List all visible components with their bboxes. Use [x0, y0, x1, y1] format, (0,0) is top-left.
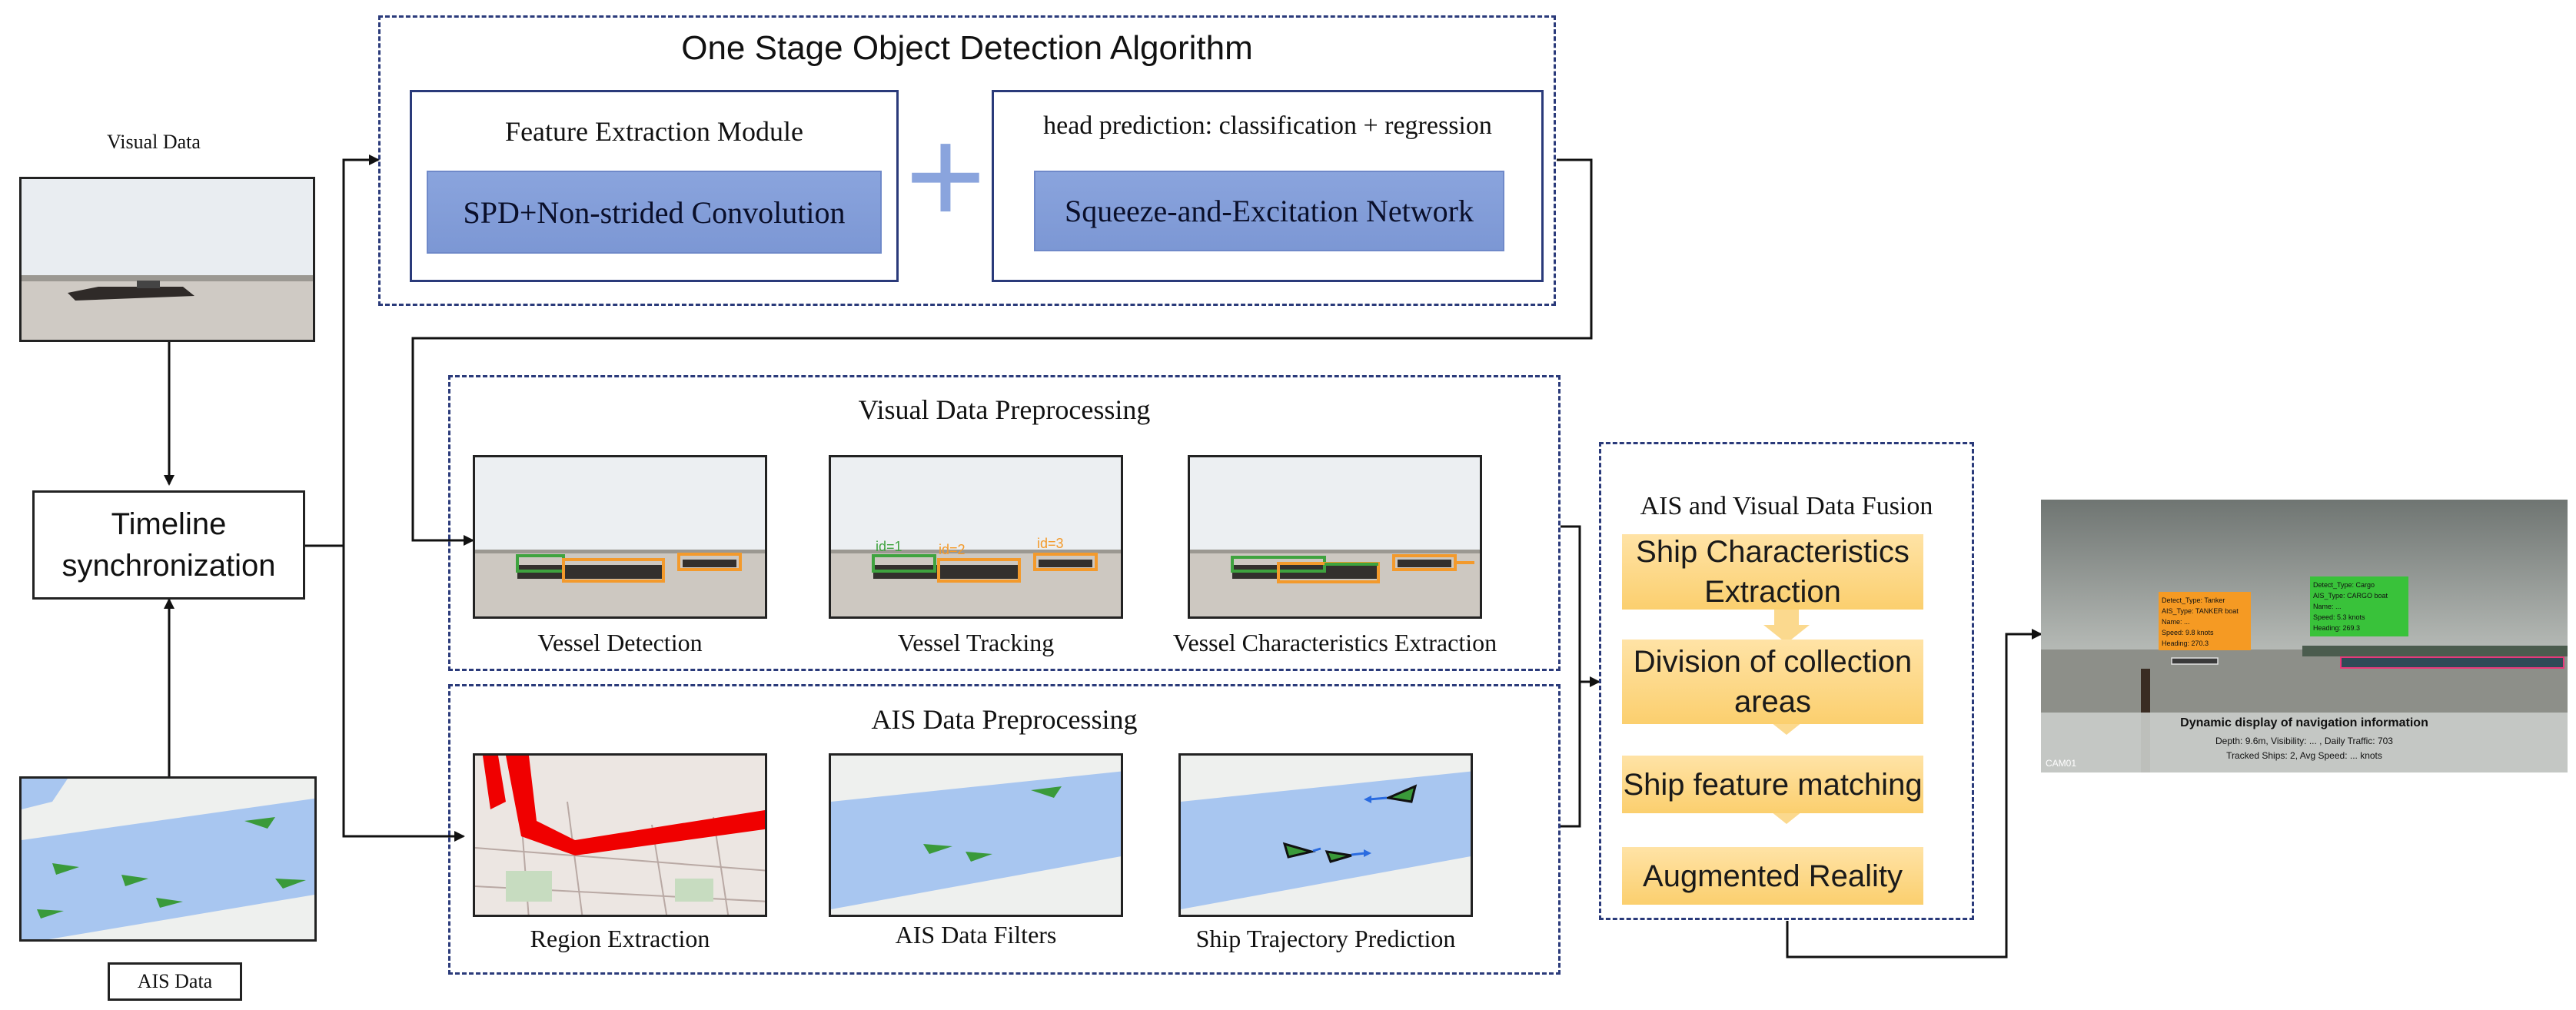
timeline-sync-box: Timeline synchronization	[32, 490, 305, 600]
ais-data-label: AIS Data	[108, 962, 242, 1001]
vessel-tracking-label: Vessel Tracking	[897, 629, 1055, 656]
vessel-characteristics-label: Vessel Characteristics Extraction	[1172, 629, 1497, 656]
ar-panel-line2: Tracked Ships: 2, Avg Speed: ... knots	[2226, 750, 2382, 761]
ais-filters-label: AIS Data Filters	[895, 921, 1057, 949]
vessel-detection-image	[473, 455, 767, 619]
ais-data-map	[19, 776, 317, 942]
arrow-timeline-to-detection	[304, 154, 380, 547]
arrow-detection-to-visual-pre	[411, 158, 1593, 546]
feature-module-title: Feature Extraction Module	[505, 116, 803, 147]
ais-preprocessing-frame	[448, 684, 1561, 975]
ar-panel-title: Dynamic display of navigation informatio…	[2180, 716, 2428, 729]
ar-watermark: CAM01	[2046, 758, 2077, 769]
ais-preprocessing-title: AIS Data Preprocessing	[871, 704, 1138, 735]
visual-data-image	[19, 177, 315, 342]
arrow-timeline-to-ais-pre	[342, 546, 465, 842]
se-network-block: Squeeze-and-Excitation Network	[1034, 171, 1504, 251]
fusion-frame	[1599, 442, 1974, 920]
region-extraction-map	[473, 753, 767, 917]
ar-panel-line1: Depth: 9.6m, Visibility: ... , Daily Tra…	[2215, 736, 2393, 746]
arrow-fusion-to-output	[1786, 629, 2043, 959]
fusion-step-division: Division of collection areas	[1622, 640, 1923, 724]
track-id-2: id=2	[939, 542, 966, 557]
vessel-characteristics-image	[1188, 455, 1482, 619]
head-prediction-title: head prediction: classification + regres…	[1043, 111, 1492, 140]
ar-tag-cargo: Detect_Type: Cargo AIS_Type: CARGO boat …	[2310, 576, 2408, 636]
vessel-detection-label: Vessel Detection	[537, 629, 703, 656]
plus-symbol: +	[905, 99, 986, 254]
trajectory-prediction-label: Ship Trajectory Prediction	[1195, 925, 1456, 952]
track-id-3: id=3	[1037, 536, 1064, 551]
visual-data-label: Visual Data	[107, 131, 201, 153]
visual-preprocessing-title: Visual Data Preprocessing	[858, 394, 1151, 425]
region-extraction-label: Region Extraction	[530, 925, 710, 952]
fusion-title: AIS and Visual Data Fusion	[1640, 492, 1933, 520]
fusion-step-ar: Augmented Reality	[1622, 847, 1923, 905]
bracket-merge	[1561, 525, 1581, 828]
fusion-step-characteristics: Ship Characteristics Extraction	[1622, 534, 1923, 610]
ar-tag-tanker: Detect_Type: Tanker AIS_Type: TANKER boa…	[2159, 592, 2251, 650]
vessel-tracking-image: id=1 id=2 id=3	[829, 455, 1123, 619]
trajectory-prediction-map	[1178, 753, 1473, 917]
track-id-1: id=1	[876, 539, 902, 554]
ais-filters-map	[829, 753, 1123, 917]
detection-title: One Stage Object Detection Algorithm	[681, 29, 1253, 67]
ar-output-image: Detect_Type: Tanker AIS_Type: TANKER boa…	[2041, 500, 2568, 772]
detection-algorithm-frame	[378, 15, 1556, 306]
visual-preprocessing-frame	[448, 375, 1561, 671]
fusion-step-matching: Ship feature matching	[1622, 756, 1923, 813]
spd-conv-block: SPD+Non-strided Convolution	[427, 171, 882, 254]
